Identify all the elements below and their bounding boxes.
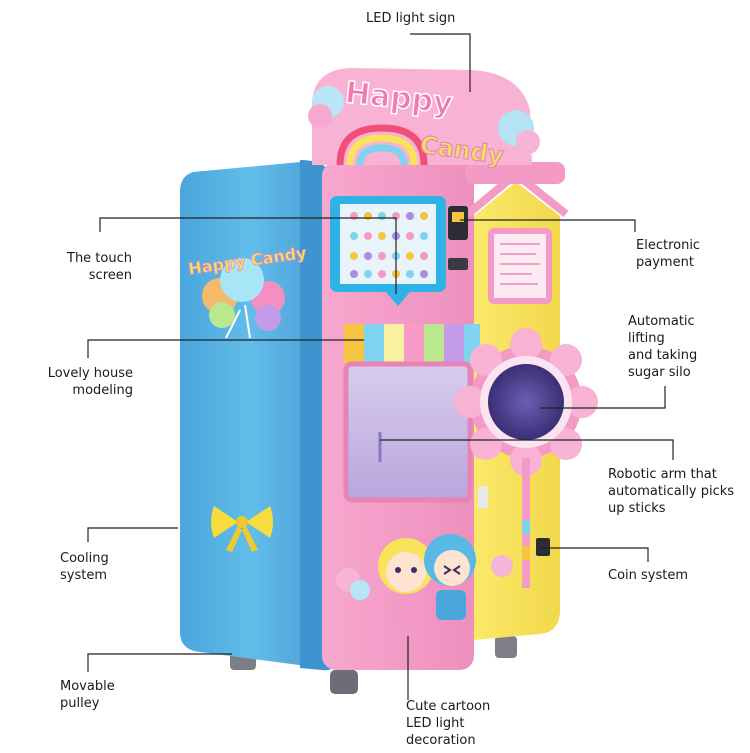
bow-decal <box>211 506 273 552</box>
coin-slot <box>536 538 550 556</box>
label-cooling-system: Cooling system <box>60 551 109 583</box>
line-electronic-payment <box>460 219 636 232</box>
line-touch-screen <box>99 217 397 294</box>
label-coin-system: Coin system <box>608 568 689 583</box>
side-slot <box>478 486 488 508</box>
label-cartoon-decoration: Cute cartoon LED light decoration <box>406 699 491 748</box>
cotton-candy-decal <box>202 258 285 339</box>
payment-module <box>448 206 468 270</box>
line-cooling-system <box>87 527 178 542</box>
label-house-modeling: Lovely house modeling <box>47 366 133 398</box>
glass-window <box>343 361 473 503</box>
callout-lines <box>87 33 674 700</box>
instruction-panel <box>488 228 552 304</box>
label-electronic-payment: Electronic payment <box>636 238 701 270</box>
striped-awning <box>344 324 480 364</box>
label-lifting-silo: Automatic lifting and taking sugar silo <box>628 314 698 380</box>
line-coin-system <box>540 547 649 562</box>
line-house-modeling <box>87 339 364 358</box>
label-led-light-sign: LED light sign <box>366 11 456 26</box>
label-robotic-arm: Robotic arm that automatically picks up … <box>608 467 735 516</box>
cartoon-characters <box>336 534 513 628</box>
line-led-sign <box>410 33 471 92</box>
sugar-silo-flower <box>454 328 598 588</box>
touch-screen <box>330 196 446 306</box>
line-lifting-silo <box>540 386 666 409</box>
label-movable-pulley: Movable pulley <box>60 679 115 711</box>
label-touch-screen: The touch screen <box>67 251 132 283</box>
line-robotic-arm <box>380 439 674 460</box>
line-movable-pulley <box>87 653 232 672</box>
pink-top-band <box>465 162 565 184</box>
led-sign <box>308 68 540 166</box>
